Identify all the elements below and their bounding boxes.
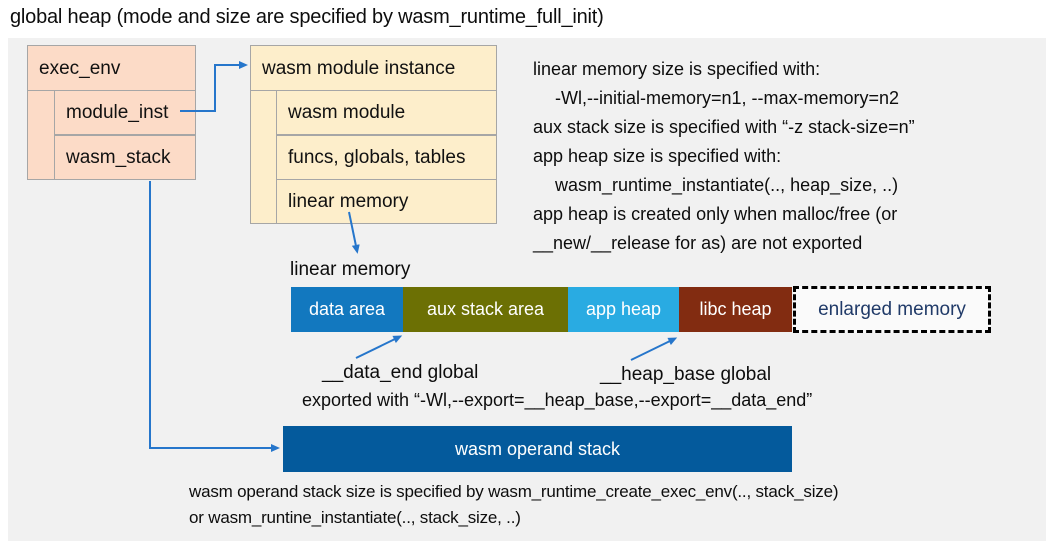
annotation-data-end: __data_end global bbox=[322, 362, 479, 383]
memory-size-notes: linear memory size is specified with: -W… bbox=[533, 55, 915, 258]
note-line: __new/__release for as) are not exported bbox=[533, 233, 863, 253]
instance-row-wasm-module: wasm module bbox=[276, 90, 497, 135]
operand-stack-note-line2: or wasm_runtine_instantiate(.., stack_si… bbox=[189, 508, 521, 527]
exec-env-box: exec_env module_inst wasm_stack bbox=[27, 45, 196, 180]
bar-segment-data-area: data area bbox=[291, 287, 403, 332]
wasm-module-instance-header: wasm module instance bbox=[251, 46, 496, 91]
exec-env-row-module-inst: module_inst bbox=[54, 90, 196, 135]
wasm-module-instance-box: wasm module instance wasm module funcs, … bbox=[250, 45, 497, 224]
bar-segment-aux-stack-area: aux stack area bbox=[403, 287, 568, 332]
note-line: -Wl,--initial-memory=n1, --max-memory=n2 bbox=[555, 88, 900, 108]
annotation-heap-base: __heap_base global bbox=[600, 364, 772, 385]
annotation-exported: exported with “-Wl,--export=__heap_base,… bbox=[302, 390, 813, 410]
bar-segment-app-heap: app heap bbox=[568, 287, 679, 332]
note-line: linear memory size is specified with: bbox=[533, 59, 821, 79]
bar-segment-libc-heap: libc heap bbox=[679, 287, 792, 332]
exec-env-header: exec_env bbox=[28, 46, 195, 91]
linear-memory-bar: data area aux stack area app heap libc h… bbox=[291, 287, 792, 332]
note-line: app heap size is specified with: bbox=[533, 146, 782, 166]
note-line: aux stack size is specified with “-z sta… bbox=[533, 117, 915, 137]
instance-row-funcs-globals-tables: funcs, globals, tables bbox=[276, 135, 497, 180]
note-line: wasm_runtime_instantiate(.., heap_size, … bbox=[555, 175, 899, 195]
instance-row-linear-memory: linear memory bbox=[276, 179, 497, 224]
wasm-operand-stack-bar: wasm operand stack bbox=[283, 426, 792, 472]
enlarged-memory-box: enlarged memory bbox=[793, 286, 991, 333]
operand-stack-note-line1: wasm operand stack size is specified by … bbox=[189, 482, 839, 501]
note-line: app heap is created only when malloc/fre… bbox=[533, 204, 898, 224]
linear-memory-label: linear memory bbox=[290, 259, 411, 280]
diagram-title: global heap (mode and size are specified… bbox=[10, 6, 604, 28]
exec-env-row-wasm-stack: wasm_stack bbox=[54, 135, 196, 180]
